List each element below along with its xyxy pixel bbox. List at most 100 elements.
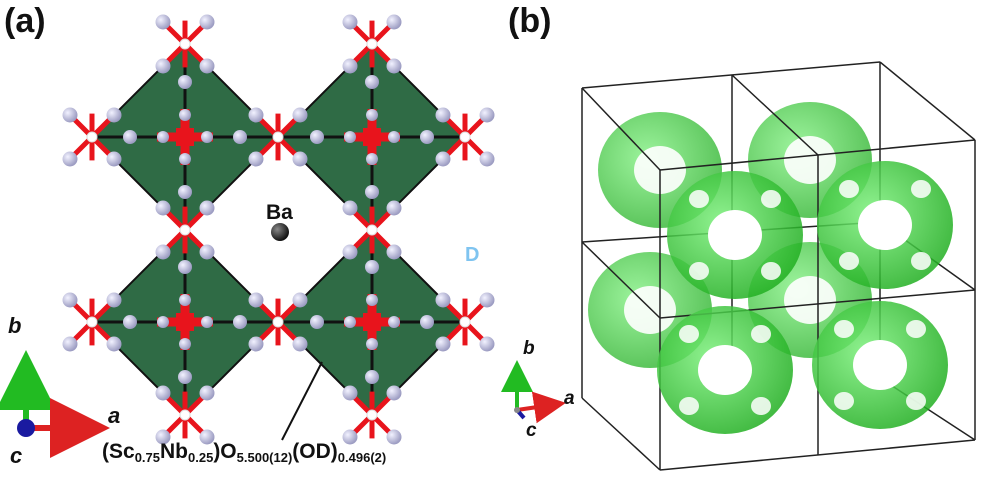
deuterium-atom: [342, 429, 358, 445]
front-cage-hole: [853, 340, 907, 390]
cage-window: [906, 392, 926, 410]
a-axis-label: a: [108, 403, 120, 428]
oxygen-atom: [420, 315, 434, 329]
oxygen-atom: [365, 370, 379, 384]
vertex-atom: [366, 409, 378, 421]
isosurface-front-cages: [657, 161, 953, 434]
vertex-atom: [366, 38, 378, 50]
deuterium-atom: [155, 244, 171, 260]
cell-edge: [581, 241, 661, 319]
oxygen-atom-inner: [344, 316, 356, 328]
axis-triad-a: b a c: [0, 313, 120, 468]
cell-edge: [581, 87, 661, 171]
front-cage-hole: [708, 210, 762, 260]
oxygen-atom-inner: [388, 316, 400, 328]
cage-window: [689, 262, 709, 280]
deuterium-atom: [199, 200, 215, 216]
deuterium-atom: [199, 429, 215, 445]
c-axis-dot: [17, 419, 35, 437]
deuterium-atom: [248, 336, 264, 352]
b-axis-label: b: [8, 313, 21, 338]
oxygen-atom-inner: [179, 294, 191, 306]
oxygen-atom-inner: [157, 131, 169, 143]
oxygen-atom: [365, 75, 379, 89]
cage-window: [761, 262, 781, 280]
deuterium-atom: [292, 151, 308, 167]
cell-edge: [581, 61, 881, 89]
c-axis-label: c: [10, 443, 22, 468]
back-cage-hole: [784, 136, 836, 184]
cell-edge: [581, 397, 661, 471]
oxygen-atom: [178, 260, 192, 274]
deuterium-atom: [386, 244, 402, 260]
oxygen-atom: [420, 130, 434, 144]
oxygen-atom-inner: [179, 338, 191, 350]
a-axis-arrow-b: [516, 391, 566, 424]
deuterium-atom: [62, 151, 78, 167]
deuterium-atom: [106, 107, 122, 123]
cage-window: [679, 325, 699, 343]
deuterium-atom: [342, 14, 358, 30]
a-axis-label-b: a: [564, 388, 575, 409]
axis-origin-b: [514, 407, 520, 413]
cage-window: [761, 190, 781, 208]
oxygen-atom: [365, 260, 379, 274]
panel-b-label: (b): [508, 2, 552, 40]
front-cage-hole: [858, 200, 912, 250]
oxygen-atom-inner: [201, 316, 213, 328]
vertex-atom: [459, 131, 471, 143]
deuterium-atom: [435, 151, 451, 167]
deuterium-atom: [386, 14, 402, 30]
metal-site: [176, 313, 194, 331]
formula-pointer-line: [281, 361, 323, 441]
cage-window: [839, 180, 859, 198]
deuterium-atom: [435, 107, 451, 123]
oxygen-atom-inner: [344, 131, 356, 143]
deuterium-atom: [199, 244, 215, 260]
cage-window: [751, 397, 771, 415]
oxygen-atom: [123, 130, 137, 144]
deuterium-atom: [292, 292, 308, 308]
deuterium-atom: [386, 200, 402, 216]
deuterium-atom: [342, 58, 358, 74]
oxygen-atom-inner: [366, 109, 378, 121]
cage-window: [906, 320, 926, 338]
front-cage-hole: [698, 345, 752, 395]
vertex-atom: [272, 131, 284, 143]
cage-window: [911, 180, 931, 198]
vertex-atom: [459, 316, 471, 328]
deuterium-atom: [199, 385, 215, 401]
cage-window: [911, 252, 931, 270]
oxygen-atom: [178, 75, 192, 89]
deuterium-label: D: [465, 244, 480, 266]
oxygen-atom-inner: [366, 153, 378, 165]
oxygen-atom-inner: [388, 131, 400, 143]
deuterium-atom: [199, 14, 215, 30]
deuterium-atom: [248, 292, 264, 308]
vertex-atom: [179, 224, 191, 236]
deuterium-atom: [248, 151, 264, 167]
cage-window: [689, 190, 709, 208]
metal-site: [363, 313, 381, 331]
back-cage-hole: [784, 276, 836, 324]
cage-window: [751, 325, 771, 343]
deuterium-atom: [292, 107, 308, 123]
metal-site: [176, 128, 194, 146]
oxygen-atom: [233, 315, 247, 329]
b-axis-label-b: b: [523, 338, 535, 359]
vertex-atom: [272, 316, 284, 328]
deuterium-atom: [386, 385, 402, 401]
deuterium-atom: [155, 58, 171, 74]
deuterium-atom: [435, 292, 451, 308]
barium-atom: [271, 223, 289, 241]
deuterium-atom: [435, 336, 451, 352]
cell-edge: [879, 61, 976, 141]
ba-atom-label: Ba: [266, 201, 293, 224]
deuterium-atom: [62, 336, 78, 352]
deuterium-atom: [199, 58, 215, 74]
oxygen-atom-inner: [179, 109, 191, 121]
back-cage-hole: [624, 286, 676, 334]
cage-window: [839, 252, 859, 270]
oxygen-atom-inner: [157, 316, 169, 328]
